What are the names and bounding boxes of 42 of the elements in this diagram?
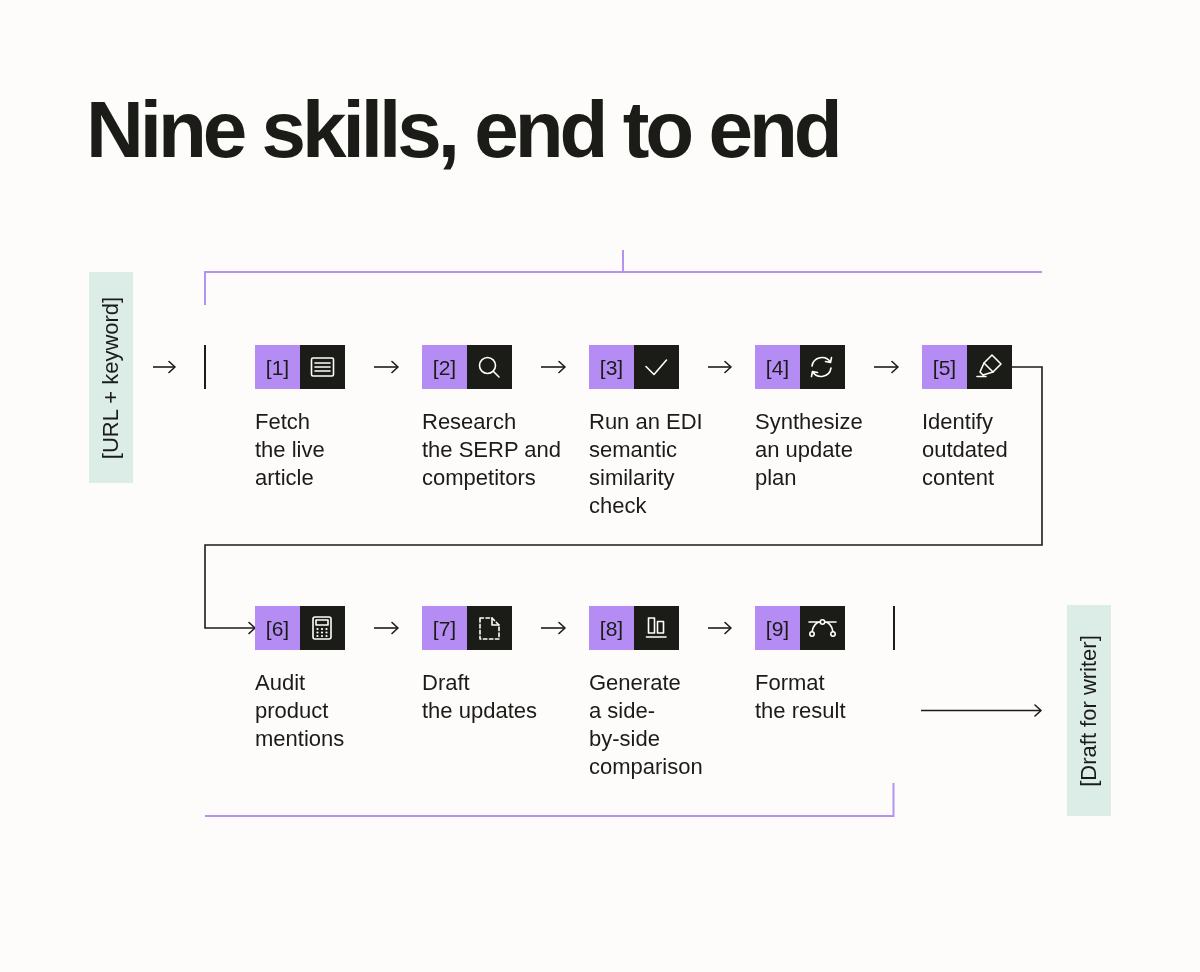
step-description: Fetch the live article: [255, 408, 325, 492]
step-badge: [422, 345, 512, 389]
arrow: [373, 621, 399, 635]
arrow: [873, 360, 899, 374]
step-number: [1]: [265, 356, 290, 378]
step-description: Identify outdated content: [922, 408, 1008, 492]
step-description: Research the SERP and competitors: [422, 408, 562, 492]
step-badge: [589, 606, 679, 650]
step-description: Run an EDI semantic similarity check: [589, 408, 703, 520]
step-number: [4]: [765, 356, 790, 378]
arrow: [540, 360, 566, 374]
output-card: [1067, 605, 1111, 816]
step-badge: [589, 345, 679, 389]
arrow: [707, 621, 732, 635]
step-description: Format the result: [755, 669, 846, 725]
step-description: Synthesize an update plan: [755, 408, 863, 492]
step-number: [7]: [432, 617, 457, 639]
arrow: [204, 366, 1043, 635]
step-description: Draft the updates: [422, 669, 537, 725]
step-number: [9]: [765, 617, 790, 639]
arrow: [373, 360, 399, 374]
arrow: [540, 621, 566, 635]
step-number: [2]: [432, 356, 457, 378]
output-label: [Draft for writer]: [1078, 634, 1100, 787]
step-badge: [255, 345, 345, 389]
arrow: [152, 360, 176, 374]
step-badge: [755, 606, 845, 650]
title: Nine skills, end to end: [86, 90, 840, 170]
arrow: [707, 360, 732, 374]
step-number: [5]: [932, 356, 957, 378]
step-badge: [755, 345, 845, 389]
step-badge: [255, 606, 345, 650]
step-description: Audit product mentions: [255, 669, 345, 753]
step-badge: [422, 606, 512, 650]
step-number: [8]: [599, 617, 624, 639]
input-label: [URL + keyword]: [100, 296, 122, 459]
arrow: [920, 704, 1042, 717]
step-number: [3]: [599, 356, 624, 378]
input-card: [89, 272, 133, 483]
step-badge: [922, 345, 1012, 389]
step-description: Generate a side-by-side comparison: [589, 669, 703, 781]
step-number: [6]: [265, 617, 290, 639]
